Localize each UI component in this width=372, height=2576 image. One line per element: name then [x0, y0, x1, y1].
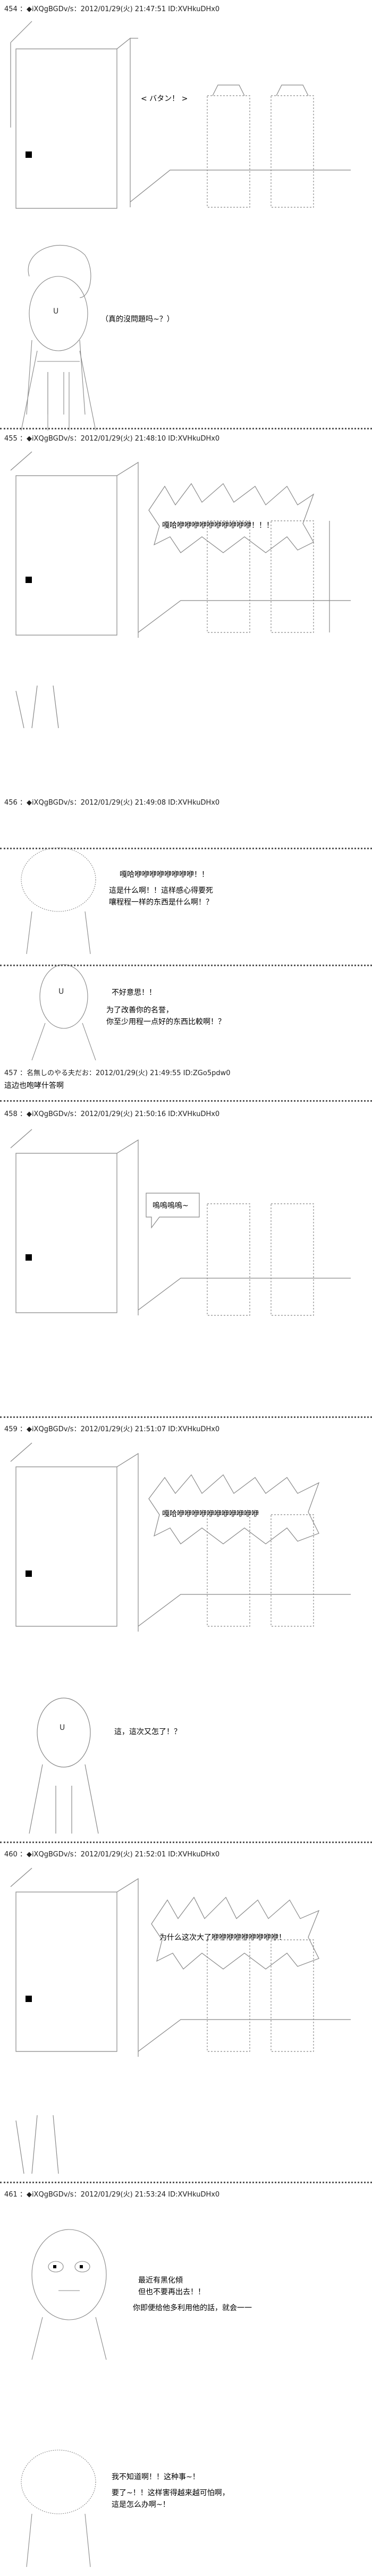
separator [0, 1416, 372, 1419]
post-454-figure: U （真的沒問題吗~？） [0, 271, 372, 430]
dialog-line: 最近有黑化傾 [138, 2276, 183, 2285]
door-knob-icon [26, 151, 32, 158]
ascii-art-room [0, 1844, 372, 2184]
post-459: 459 ：◆iXQgBGDv/s：2012/01/29(火) 21:51:07 … [0, 1419, 372, 1844]
shout-burst [149, 1475, 319, 1544]
ascii-art-room [0, 1103, 372, 1422]
inner-thought: （真的沒問題吗~？） [101, 315, 174, 324]
post-header: 454 ：◆iXQgBGDv/s：2012/01/29(火) 21:47:51 … [4, 5, 220, 13]
dialog-line: 我不知道啊！！这种事~！ [112, 2473, 200, 2481]
post-header: 457 ：名無しのやる夫だお：2012/01/29(火) 21:49:55 ID… [4, 1069, 231, 1077]
dialog-line: 要了~！！这样害得越来越可怕啊， [112, 2489, 230, 2497]
dialog-line: 为了改善你的名誉， [106, 1006, 173, 1015]
door-knob-icon [26, 577, 32, 583]
dialog-line: 嚷程程一样的东西是什么啊！？ [109, 898, 213, 907]
post-header: 458 ：◆iXQgBGDv/s：2012/01/29(火) 21:50:16 … [4, 1110, 220, 1118]
post-header: 461 ：◆iXQgBGDv/s：2012/01/29(火) 21:53:24 … [4, 2191, 220, 2199]
eye-icon [53, 2265, 56, 2268]
svg-text:U: U [60, 1724, 65, 1732]
post-460: 460 ：◆iXQgBGDv/s：2012/01/29(火) 21:52:01 … [0, 1844, 372, 2184]
door-knob-icon [26, 1570, 32, 1577]
separator [0, 848, 372, 850]
post-454: 454 ：◆iXQgBGDv/s：2012/01/29(火) 21:47:51 … [0, 0, 372, 298]
separator [0, 1100, 372, 1103]
svg-text:U: U [53, 307, 58, 316]
speech-bubble [146, 1193, 199, 1228]
post-header: 459 ：◆iXQgBGDv/s：2012/01/29(火) 21:51:07 … [4, 1425, 220, 1433]
post-457: 457 ：名無しのやる夫だお：2012/01/29(火) 21:49:55 ID… [0, 1063, 372, 1095]
separator [0, 2182, 372, 2184]
separator [0, 965, 372, 967]
shout-text: 嘎哈咿咿咿咿咿咿咿咿咿咿！！！ [162, 521, 274, 530]
dialog-line: 這是什么啊！！這样感心得要死 [109, 886, 213, 895]
bubble-text: 嗚嗚嗚嗚~ [153, 1202, 189, 1210]
shout-burst [149, 484, 314, 553]
post-header: 460 ：◆iXQgBGDv/s：2012/01/29(火) 21:52:01 … [4, 1851, 220, 1859]
post-header: 455 ：◆iXQgBGDv/s：2012/01/29(火) 21:48:10 … [4, 435, 220, 443]
ascii-art-faces [0, 2184, 372, 2576]
dialog-line: 不好意思！！ [112, 989, 156, 997]
dialog-line: 這是怎么办啊~！ [112, 2501, 170, 2509]
shout-burst [151, 1897, 319, 1969]
svg-text:U: U [58, 987, 64, 996]
ascii-art-room-closed-door [0, 0, 372, 298]
ascii-art-room [0, 430, 372, 728]
shout-text: 嘎哈咿咿咿咿咿咿咿咿咿咿咿 [162, 1510, 259, 1518]
dialog-line: 你即便给他多利用他的話，就会一一 [133, 2304, 252, 2312]
ascii-figure-scene: U [0, 271, 372, 430]
reply-text: 這边也咆哮什答啊 [4, 1082, 64, 1090]
eye-icon [80, 2265, 83, 2268]
separator [0, 428, 372, 430]
dialog-line: 你至少用程一点好的东西比較啊！？ [106, 1018, 225, 1026]
post-458: 458 ：◆iXQgBGDv/s：2012/01/29(火) 21:50:16 … [0, 1103, 372, 1422]
door-knob-icon [26, 1996, 32, 2002]
dialog-line: 但也不要再出去！！ [138, 2288, 205, 2296]
shout-text: 为什么这次大了咿咿咿咿咿咿咿咿咿！ [159, 1933, 286, 1942]
door-knob-icon [26, 1254, 32, 1261]
bubble-text: < バタン！ > [141, 95, 188, 103]
post-456: 456 ：◆iXQgBGDv/s：2012/01/29(火) 21:49:08 … [0, 795, 372, 1060]
post-461: 461 ：◆iXQgBGDv/s：2012/01/29(火) 21:53:24 … [0, 2184, 372, 2576]
post-header: 456 ：◆iXQgBGDv/s：2012/01/29(火) 21:49:08 … [4, 799, 220, 807]
dialog-line: 嘎哈咿咿咿咿咿咿咿咿！！ [120, 871, 209, 879]
ascii-art-room-and-figure: U [0, 1419, 372, 1844]
ascii-art-faces: U [0, 795, 372, 1060]
post-455: 455 ：◆iXQgBGDv/s：2012/01/29(火) 21:48:10 … [0, 430, 372, 728]
separator [0, 1842, 372, 1844]
dialog-line: 這，這次又怎了！？ [114, 1728, 181, 1736]
